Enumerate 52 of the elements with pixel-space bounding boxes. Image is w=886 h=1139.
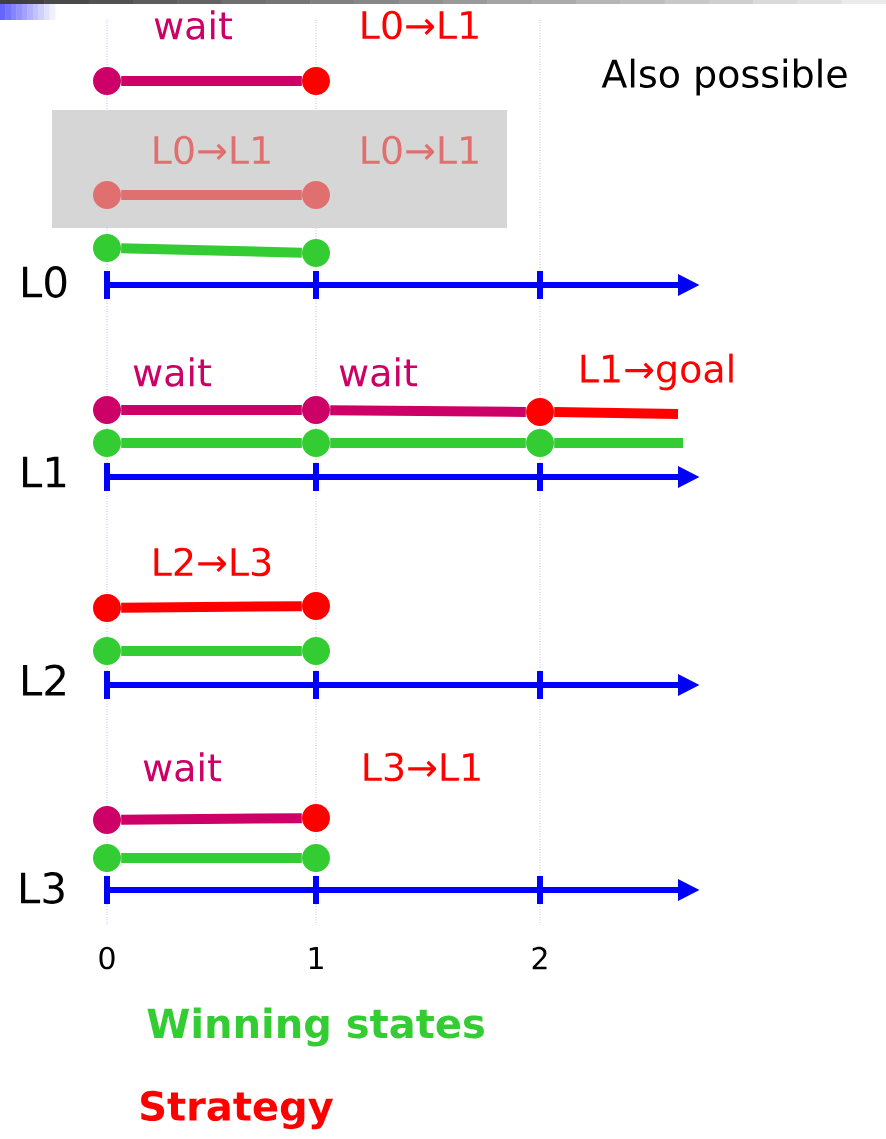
note-text: Also possible xyxy=(601,58,847,96)
bar-segment xyxy=(330,405,526,417)
dot xyxy=(93,806,121,834)
action-label: L0→L1 xyxy=(362,10,478,40)
dot xyxy=(93,637,121,665)
action-label: wait xyxy=(143,752,221,782)
dot xyxy=(93,844,121,872)
tick-label: 2 xyxy=(532,946,547,970)
dot xyxy=(302,396,330,424)
bar-segment xyxy=(121,190,302,200)
caption-text: Strategy xyxy=(141,1090,334,1130)
caption-text: Winning states xyxy=(147,1007,484,1047)
dot xyxy=(93,181,121,209)
action-label: wait xyxy=(133,357,211,387)
row-label: L3 xyxy=(21,872,64,904)
action-label: wait xyxy=(339,357,417,387)
bar-segment xyxy=(121,853,302,863)
dot xyxy=(302,844,330,872)
dot xyxy=(526,429,554,457)
tick-label: 1 xyxy=(309,947,323,969)
bar-segment xyxy=(121,438,302,448)
dot xyxy=(93,396,121,424)
bar-segment xyxy=(121,601,302,613)
row-label: L2 xyxy=(23,664,65,696)
dot xyxy=(302,592,330,620)
dot xyxy=(302,239,330,267)
action-label: L3→L1 xyxy=(364,752,480,782)
dot xyxy=(302,67,330,95)
dot xyxy=(93,234,121,262)
dot xyxy=(93,67,121,95)
row-label: L0 xyxy=(23,266,67,298)
bar-segment xyxy=(121,813,302,825)
dot xyxy=(302,181,330,209)
dot xyxy=(93,429,121,457)
bar-segment xyxy=(554,438,683,448)
bar-segment xyxy=(121,646,302,656)
tick-label: 0 xyxy=(99,946,115,970)
shaded-panel: L0→L1 L0→L1 xyxy=(52,110,507,228)
bar-segment xyxy=(121,243,302,258)
bar-segment xyxy=(330,438,526,448)
dot xyxy=(526,398,554,426)
bar-segment xyxy=(554,407,679,419)
dot xyxy=(302,637,330,665)
dot xyxy=(93,594,121,622)
bar-segment xyxy=(121,405,302,415)
dot xyxy=(302,804,330,832)
row-label: L1 xyxy=(23,456,66,488)
dot xyxy=(302,429,330,457)
action-label: L1→goal xyxy=(581,353,733,391)
bar-segment xyxy=(121,76,302,86)
action-label: wait xyxy=(154,10,232,40)
action-label: L2→L3 xyxy=(154,547,271,577)
